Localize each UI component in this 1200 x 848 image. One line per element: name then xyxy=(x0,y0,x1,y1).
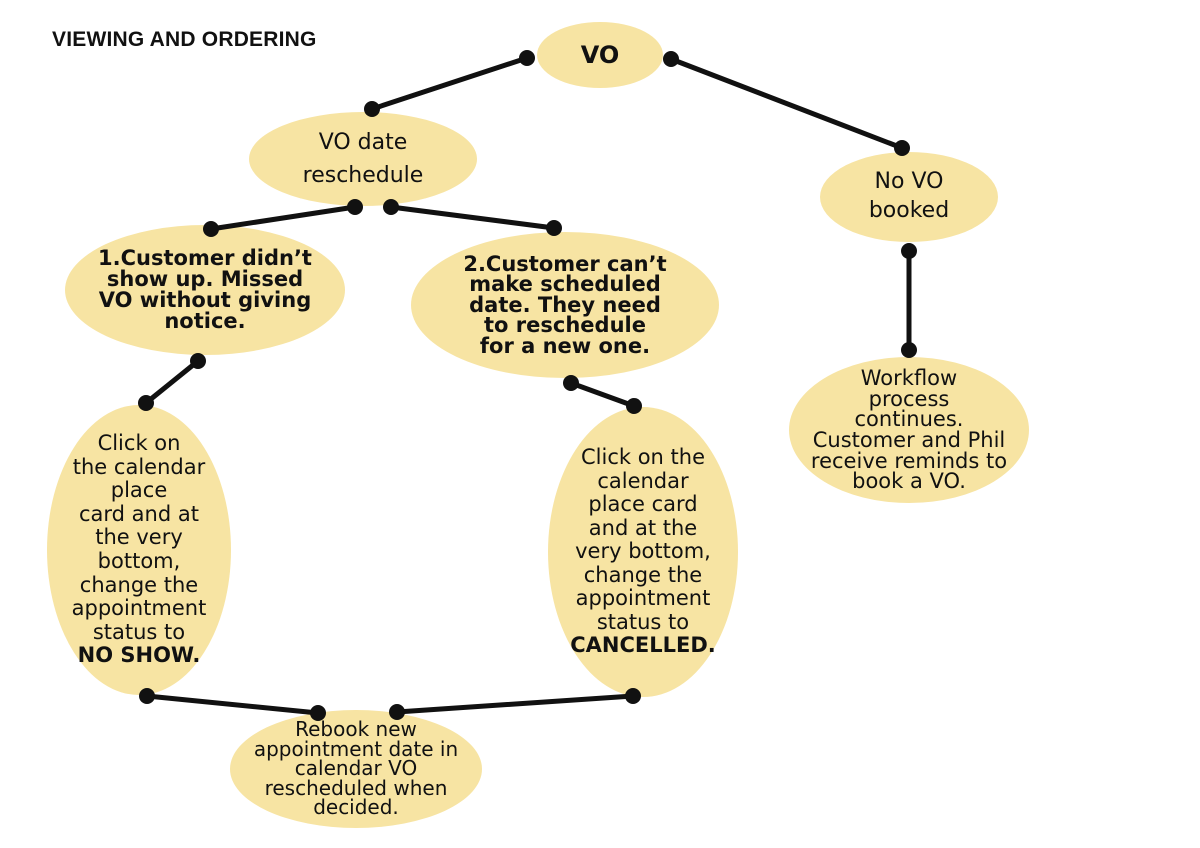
no-vo-node: No VO booked xyxy=(820,152,998,242)
connector-dot xyxy=(901,243,917,259)
no-show-step-line: bottom, xyxy=(97,549,181,573)
workflow-node: Workflow process continues. Customer and… xyxy=(789,357,1029,503)
cancel-step-node: Click on the calendar place card and at … xyxy=(548,407,738,697)
cant-make-node-line: for a new one. xyxy=(479,333,651,358)
workflow-node-line: receive reminds to xyxy=(810,448,1008,473)
no-vo-node-shape xyxy=(820,152,998,242)
no-show-step-line: the calendar xyxy=(72,454,206,479)
connector-dot xyxy=(190,353,206,369)
reschedule-node: VO date reschedule xyxy=(249,112,477,206)
connector-dot xyxy=(901,342,917,358)
no-vo-node-line: booked xyxy=(868,198,950,223)
connector-dot xyxy=(663,51,679,67)
edge-reschedule-to-missed xyxy=(208,204,358,232)
connector-dot xyxy=(519,50,535,66)
rebook-node: Rebook new appointment date in calendar … xyxy=(230,710,482,828)
no-show-step-line: appointment xyxy=(71,596,207,621)
edge-no-show-step-to-rebook xyxy=(144,693,321,716)
connector-dot xyxy=(626,398,642,414)
connector-dot xyxy=(383,199,399,215)
cant-make-node-line: date. They need xyxy=(469,292,661,317)
no-show-step-line: status to xyxy=(92,619,186,644)
missed-node-shape xyxy=(65,225,345,355)
workflow-node-shape xyxy=(789,357,1029,503)
connector-dot xyxy=(894,140,910,156)
vo-node-shape xyxy=(537,22,663,88)
missed-node-line: notice. xyxy=(164,309,246,333)
vo-node: VO xyxy=(537,22,663,88)
workflow-node-line: book a VO. xyxy=(852,469,966,494)
no-show-step-line: card and at xyxy=(79,501,199,526)
connector-dot xyxy=(347,199,363,215)
edge-cant-make-to-cancel-step xyxy=(568,380,637,409)
edge-cancel-step-to-rebook xyxy=(394,693,636,715)
cancelled-status: CANCELLED. xyxy=(570,633,716,658)
cancel-step-line: place card xyxy=(588,492,698,517)
reschedule-node-shape xyxy=(249,112,477,206)
cant-make-node-line: make scheduled xyxy=(469,272,661,297)
edge-reschedule-to-cant-make xyxy=(388,204,557,231)
cant-make-node-shape xyxy=(411,232,719,378)
connector-dot xyxy=(138,395,154,411)
missed-node-line: 1.Customer didn’t xyxy=(98,246,312,270)
cancel-step-line: and at the xyxy=(588,515,698,540)
cancel-step-node-shape xyxy=(548,407,738,697)
no-show-step-node: Click on the calendar place card and at … xyxy=(47,405,231,695)
cant-make-node-line: 2.Customer can’t xyxy=(463,251,667,276)
cant-make-date-node: 2.Customer can’t make scheduled date. Th… xyxy=(411,232,719,378)
no-show-step-line: place xyxy=(110,478,168,503)
no-show-step-line: Click on xyxy=(97,431,181,456)
reschedule-node-line: VO date xyxy=(318,130,408,155)
vo-node-label: VO xyxy=(580,41,620,69)
no-vo-node-line: No VO xyxy=(874,169,944,195)
cancel-step-line: Click on the xyxy=(580,445,705,470)
connector-dot xyxy=(310,705,326,721)
rebook-node-line: decided. xyxy=(313,795,399,820)
rebook-node-line: Rebook new xyxy=(295,717,417,742)
connector-dot xyxy=(389,704,405,720)
connector-dot xyxy=(625,688,641,704)
rebook-node-line: calendar VO xyxy=(294,756,418,781)
missed-node-line: VO without giving xyxy=(98,288,312,312)
missed-appointment-node: 1.Customer didn’t show up. Missed VO wit… xyxy=(65,225,345,355)
rebook-node-shape xyxy=(230,710,482,828)
workflow-node-line: process xyxy=(868,386,950,411)
no-show-step-line: the very xyxy=(95,525,183,550)
edge-missed-to-no-show-step xyxy=(143,358,201,406)
no-show-step-line: change the xyxy=(79,572,199,597)
cancel-step-line: appointment xyxy=(575,586,711,611)
connector-dot xyxy=(563,375,579,391)
no-show-status: NO SHOW. xyxy=(77,643,201,668)
connector-dot xyxy=(364,101,380,117)
connector-dot xyxy=(139,688,155,704)
edge-vo-to-reschedule xyxy=(369,55,530,112)
cancel-step-line: change the xyxy=(583,562,703,587)
connector-dot xyxy=(546,220,562,236)
rebook-node-line: appointment date in xyxy=(253,736,459,761)
reschedule-node-line: reschedule xyxy=(302,163,424,188)
edge-vo-to-no-vo xyxy=(668,56,905,151)
workflow-node-line: continues. xyxy=(854,407,964,432)
workflow-node-line: Customer and Phil xyxy=(812,428,1006,452)
cancel-step-line: very bottom, xyxy=(575,539,711,564)
connector-dot xyxy=(203,221,219,237)
cancel-step-line: status to xyxy=(596,609,690,634)
workflow-node-line: Workflow xyxy=(860,366,958,391)
cant-make-node-line: to reschedule xyxy=(484,313,646,338)
diagram-title: VIEWING AND ORDERING xyxy=(52,28,317,51)
missed-node-line: show up. Missed xyxy=(106,267,304,291)
no-show-step-node-shape xyxy=(47,405,231,695)
rebook-node-line: rescheduled when xyxy=(264,775,448,800)
cancel-step-line: calendar xyxy=(597,468,689,493)
